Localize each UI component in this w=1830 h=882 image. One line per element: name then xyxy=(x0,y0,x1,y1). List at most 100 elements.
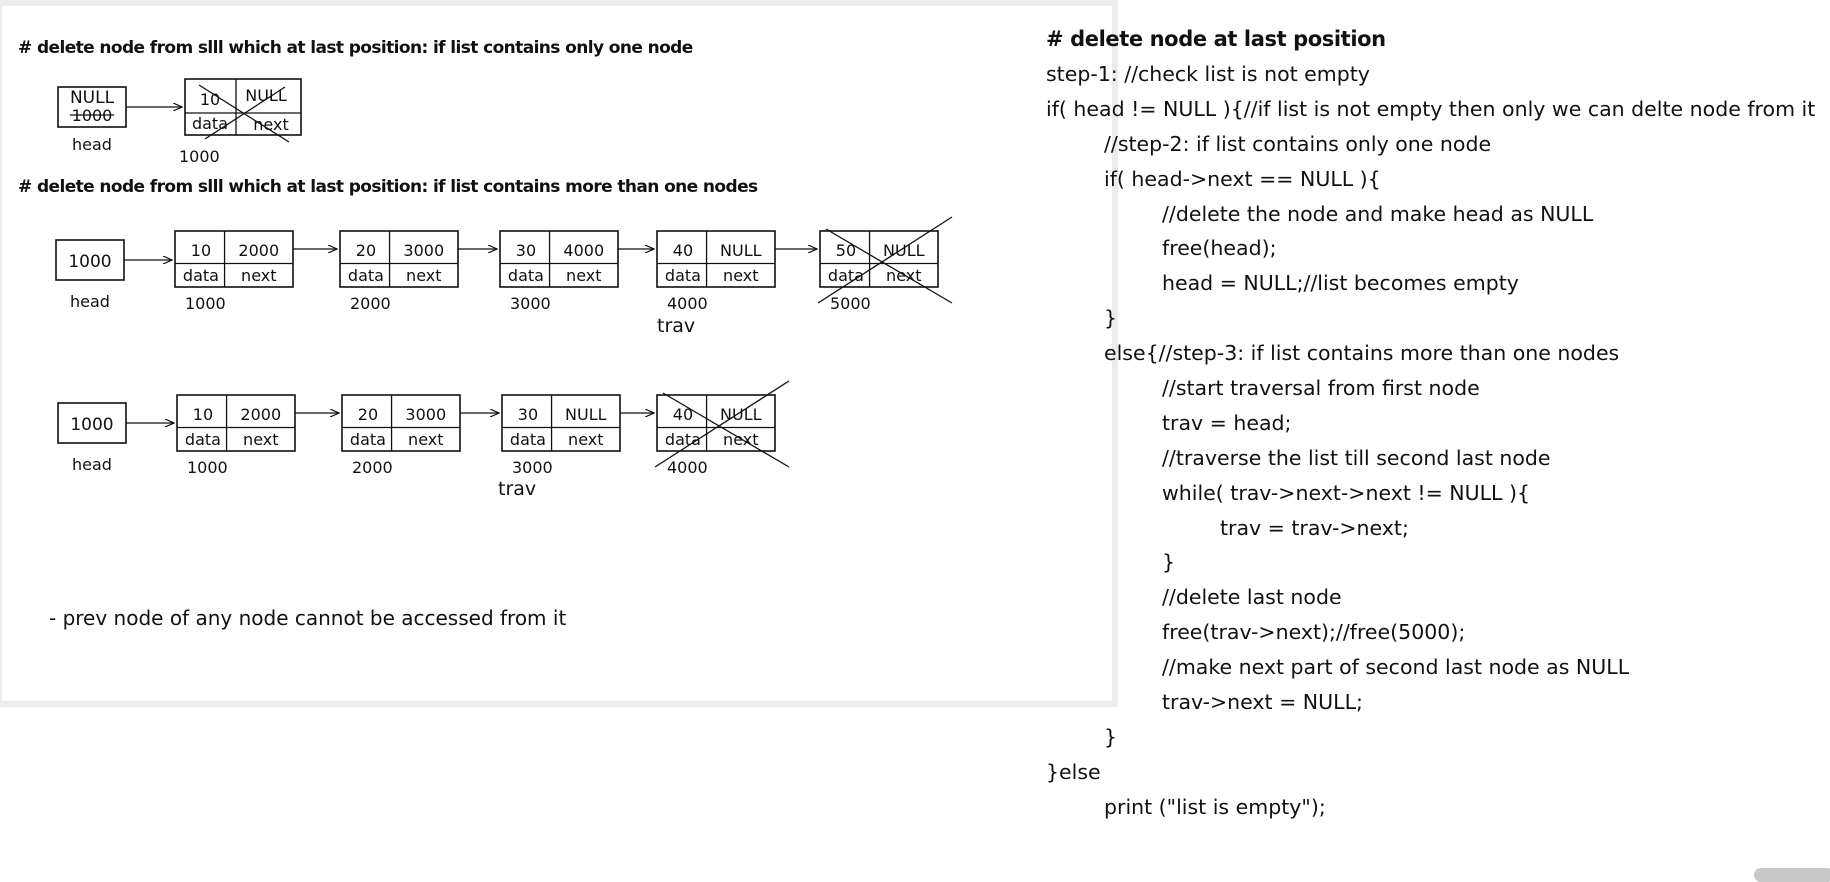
diagram-canvas: # delete node from slll which at last po… xyxy=(0,0,1118,707)
list_after-node-3-data: 30 xyxy=(518,405,538,424)
one-node-head-new-value: NULL xyxy=(70,88,115,108)
code-panel: # delete node at last position step-1: /… xyxy=(1046,22,1826,825)
list_after-node-2-box xyxy=(341,394,461,452)
list_after-node-4-cross-b xyxy=(654,380,790,468)
code-line: while( trav->next->next != NULL ){ xyxy=(1162,480,1531,505)
list_before-node-4-data: 40 xyxy=(673,241,693,260)
list_before-node-2-next: 3000 xyxy=(403,241,444,260)
code-line: trav->next = NULL; xyxy=(1162,690,1363,715)
list_before-node-1-next: 2000 xyxy=(238,241,279,260)
list_before-node-3-addr: 3000 xyxy=(510,294,551,313)
code-line: free(trav->next);//free(5000); xyxy=(1162,620,1466,645)
code-line: step-1: //check list is not empty xyxy=(1046,62,1370,86)
list_before-node-2-box xyxy=(339,230,459,288)
list_after-node-4-cross-a xyxy=(662,392,790,468)
list_after-node-4-box xyxy=(656,394,776,452)
one-node-head-label: head xyxy=(72,135,112,154)
list_before-node-3-box xyxy=(499,230,619,288)
list_before-head-value: 1000 xyxy=(68,252,111,272)
list_after-node-2-next-label: next xyxy=(408,430,443,449)
list_before-node-3-data: 30 xyxy=(516,241,536,260)
list_after-node-4-data: 40 xyxy=(673,405,693,424)
code-line: } xyxy=(1104,724,1118,749)
one-node-data: 10 xyxy=(200,90,220,109)
one-node-cross-b xyxy=(204,86,286,140)
list_before-node-2-data: 20 xyxy=(356,241,376,260)
list_before-node-4-next: NULL xyxy=(720,241,762,260)
code-line: } xyxy=(1162,550,1176,575)
list_before-node-3-next: 4000 xyxy=(563,241,604,260)
list_before-node-5-data-label: data xyxy=(828,266,864,285)
list_after-node-4-addr: 4000 xyxy=(667,458,708,477)
one-node-next: NULL xyxy=(245,86,287,105)
code-line: }else xyxy=(1046,759,1101,784)
scrollbar-thumb[interactable] xyxy=(1754,868,1830,882)
code-line: //make next part of second last node as … xyxy=(1162,655,1630,680)
code-line: //delete the node and make head as NULL xyxy=(1162,201,1594,226)
list_before-node-3-next-label: next xyxy=(566,266,601,285)
list_before-node-4-addr: 4000 xyxy=(667,294,708,313)
list_after-head-value: 1000 xyxy=(70,415,113,435)
list_before-node-2-next-label: next xyxy=(406,266,441,285)
list_before-node-4-next-label: next xyxy=(723,266,758,285)
list_after-node-3-addr: 3000 xyxy=(512,458,553,477)
list_after-node-1-data: 10 xyxy=(193,405,213,424)
note-prev-node: - prev node of any node cannot be access… xyxy=(49,606,567,630)
list_before-node-5-addr: 5000 xyxy=(830,294,871,313)
code-title: # delete node at last position xyxy=(1046,27,1386,51)
list_before-node-3-data-label: data xyxy=(508,266,544,285)
list_after-node-1-addr: 1000 xyxy=(187,458,228,477)
list_after-node-1-box xyxy=(176,394,296,452)
one-node-next-label: next xyxy=(253,115,288,134)
list_after-node-2-addr: 2000 xyxy=(352,458,393,477)
code-line: //delete last node xyxy=(1162,585,1342,610)
list_before-node-2-addr: 2000 xyxy=(350,294,391,313)
list_before-node-5-cross-a xyxy=(825,228,953,304)
one-node-addr: 1000 xyxy=(179,147,220,166)
code-line: free(head); xyxy=(1162,236,1277,261)
code-line: //traverse the list till second last nod… xyxy=(1162,445,1551,470)
list_before-node-2-data-label: data xyxy=(348,266,384,285)
code-line: print ("list is empty"); xyxy=(1104,794,1326,819)
code-line: else{//step-3: if list contains more tha… xyxy=(1104,341,1620,366)
list_before-node-1-next-label: next xyxy=(241,266,276,285)
code-line: head = NULL;//list becomes empty xyxy=(1162,271,1519,296)
list_before-node-5-cross-b xyxy=(817,216,953,304)
list_before-node-1-box xyxy=(174,230,294,288)
code-line: if( head->next == NULL ){ xyxy=(1104,166,1381,191)
list_after-node-2-data-label: data xyxy=(350,430,386,449)
list_after-node-3-next: NULL xyxy=(565,405,607,424)
list_after-node-3-next-label: next xyxy=(568,430,603,449)
code-line: if( head != NULL ){//if list is not empt… xyxy=(1046,96,1816,121)
code-line: //step-2: if list contains only one node xyxy=(1104,131,1492,156)
list_after-node-1-next: 2000 xyxy=(240,405,281,424)
code-line: trav = head; xyxy=(1162,410,1292,435)
list_before-node-5-data: 50 xyxy=(836,241,856,260)
list_after-node-4-data-label: data xyxy=(665,430,701,449)
list_before-node-5-box xyxy=(819,230,939,288)
one-node-data-label: data xyxy=(192,114,228,133)
list_before-node-1-data: 10 xyxy=(191,241,211,260)
list_before-node-4-box xyxy=(656,230,776,288)
heading-many-nodes: # delete node from slll which at last po… xyxy=(18,177,758,197)
list_after-trav-label: trav xyxy=(498,478,536,500)
heading-one-node: # delete node from slll which at last po… xyxy=(18,38,693,58)
list_after-head-label: head xyxy=(72,455,112,474)
code-line: trav = trav->next; xyxy=(1220,515,1409,540)
list_after-node-3-data-label: data xyxy=(510,430,546,449)
list_before-node-4-data-label: data xyxy=(665,266,701,285)
list_before-node-1-data-label: data xyxy=(183,266,219,285)
list_before-node-1-addr: 1000 xyxy=(185,294,226,313)
list_before-head-label: head xyxy=(70,292,110,311)
code-line: //start traversal from first node xyxy=(1162,376,1480,401)
list_before-trav-label: trav xyxy=(657,315,695,337)
one-node-box xyxy=(184,78,302,136)
code-lines: step-1: //check list is not empty if( hea… xyxy=(1046,57,1826,825)
list_after-node-3-box xyxy=(501,394,621,452)
list_after-node-2-next: 3000 xyxy=(405,405,446,424)
code-line: } xyxy=(1104,306,1118,331)
list_after-node-2-data: 20 xyxy=(358,405,378,424)
list_after-node-1-data-label: data xyxy=(185,430,221,449)
list_after-node-1-next-label: next xyxy=(243,430,278,449)
